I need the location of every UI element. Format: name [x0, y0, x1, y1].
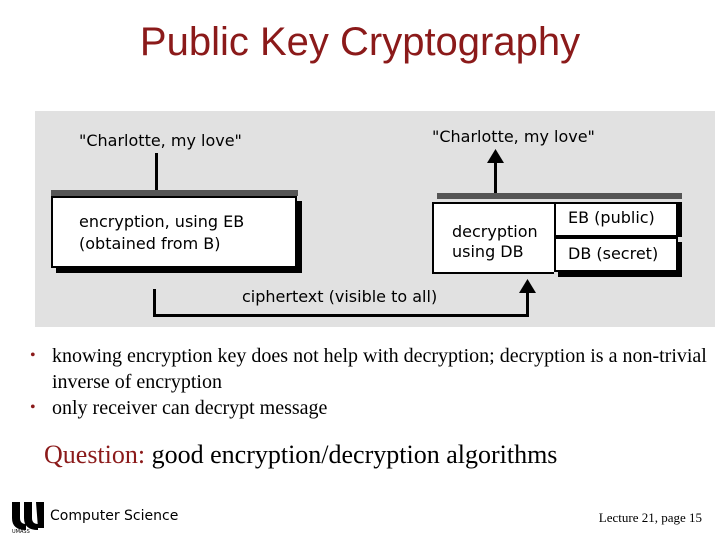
arrow-up-icon	[487, 149, 504, 163]
arrow-up-icon	[519, 279, 536, 293]
logo-lettering: UMASS	[12, 529, 30, 534]
encryption-key-source: (obtained from B)	[79, 234, 221, 253]
question-text: good encryption/decryption algorithms	[145, 440, 558, 469]
question-line: Question: good encryption/decryption alg…	[44, 440, 557, 470]
decrypt-top-bar	[437, 193, 682, 199]
footer-page-number: Lecture 21, page 15	[598, 510, 702, 525]
footer-department: Computer Science	[50, 508, 179, 524]
encryption-label: encryption, using EB	[79, 212, 245, 231]
umass-logo-icon: UMASS	[12, 502, 44, 534]
ciphertext-label: ciphertext (visible to all)	[238, 287, 442, 306]
decryption-box: decryption using DB	[432, 202, 554, 274]
channel-left-post	[153, 289, 156, 317]
slide-title: Public Key Cryptography	[139, 20, 581, 64]
bullet-text: only receiver can decrypt message	[52, 397, 328, 419]
crypto-diagram: "Charlotte, my love" encryption, using E…	[35, 111, 715, 327]
bullet-dot-icon: •	[30, 399, 36, 416]
bullet-list: • knowing encryption key does not help w…	[30, 343, 720, 421]
channel-line	[153, 314, 529, 317]
question-label: Question:	[44, 440, 146, 469]
box-top-bar	[51, 190, 298, 196]
public-key-box: EB (public)	[554, 202, 678, 237]
plaintext-sender: "Charlotte, my love"	[79, 131, 242, 150]
bullet-item: • knowing encryption key does not help w…	[30, 343, 720, 395]
decryption-label: decryption	[452, 222, 538, 241]
secret-key-box: DB (secret)	[554, 237, 678, 272]
bullet-dot-icon: •	[30, 347, 36, 364]
bullet-text: knowing encryption key does not help wit…	[52, 345, 707, 393]
encryption-box: encryption, using EB (obtained from B)	[51, 190, 298, 268]
plaintext-receiver: "Charlotte, my love"	[432, 127, 595, 146]
arrow-to-encryption	[155, 153, 158, 195]
decryption-key-use: using DB	[452, 242, 524, 261]
secret-key-label: DB (secret)	[568, 244, 659, 263]
arrow-from-decryption	[494, 161, 497, 197]
public-key-label: EB (public)	[568, 208, 655, 227]
bullet-item: • only receiver can decrypt message	[30, 395, 720, 421]
channel-right-post	[526, 291, 529, 317]
